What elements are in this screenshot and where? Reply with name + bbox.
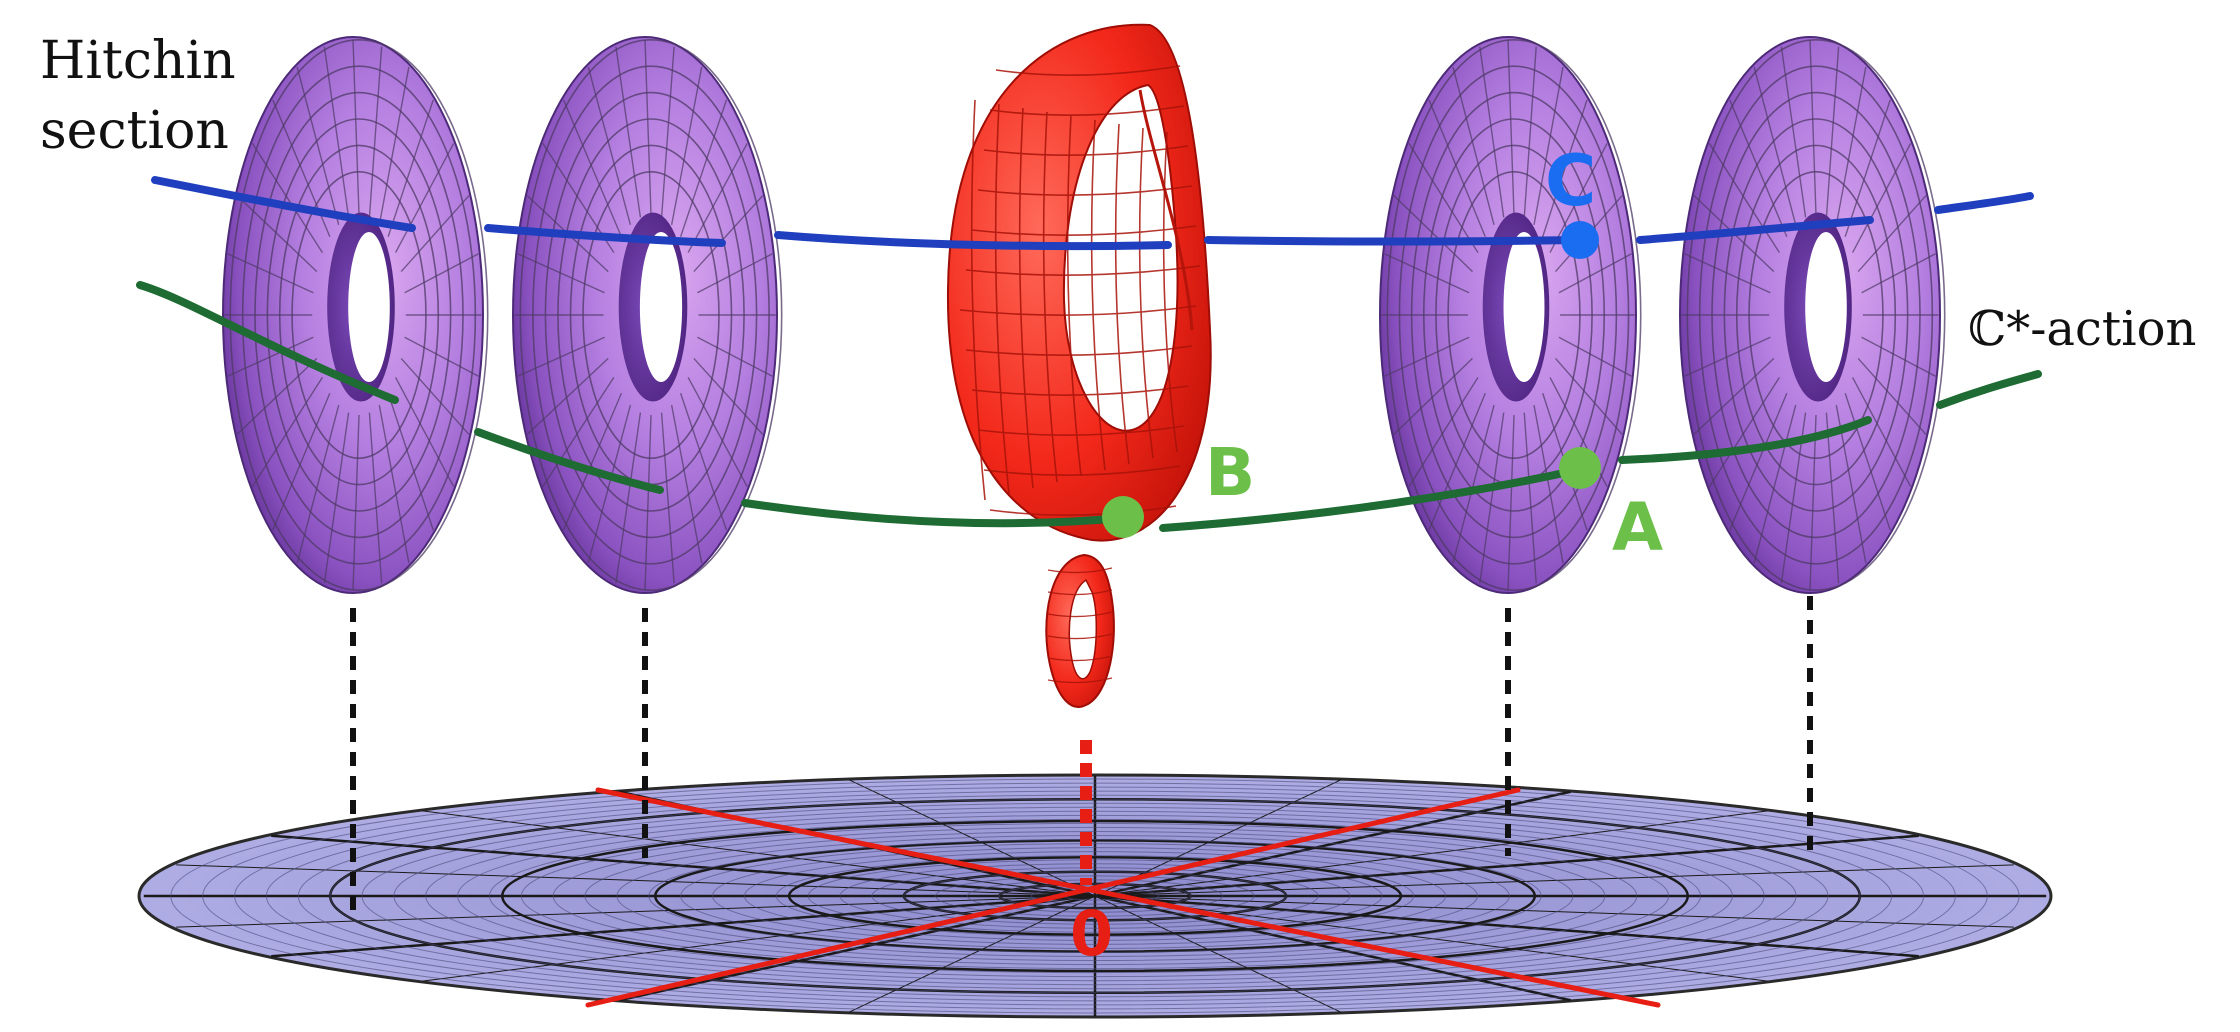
cstar-orbit-segment-1 <box>136 281 399 404</box>
hitchin-section-label-line2: section <box>40 101 229 161</box>
discriminant-locus <box>585 787 1661 1008</box>
cstar-action-label: ℂ*-action <box>1968 301 2196 357</box>
hitchin-section-label-line1: Hitchin <box>40 31 236 91</box>
hitchin-section-segment-6 <box>1934 192 2034 214</box>
torus-3-icon <box>1379 36 1642 594</box>
point-a-label: A <box>1612 489 1663 566</box>
hitchin-section-curve <box>151 176 2034 251</box>
projection-lines <box>350 548 1813 915</box>
cstar-orbit-segment-5 <box>1618 416 1872 464</box>
cstar-orbit-segment-4 <box>1159 466 1582 532</box>
point-c-marker <box>1561 221 1599 259</box>
hitchin-section-segment-2 <box>484 224 726 247</box>
torus-2-icon <box>512 36 783 594</box>
pinched-torus-icon <box>946 23 1212 708</box>
hitchin-section-segment-3 <box>774 231 1172 251</box>
cstar-orbit-segment-2 <box>474 428 664 494</box>
cstar-orbit-segment-3 <box>741 499 1126 528</box>
torus-4-icon <box>1679 36 1946 594</box>
discriminant-line-2 <box>585 787 1521 1008</box>
origin-label: 0 <box>1070 897 1113 970</box>
torus-1-icon <box>222 36 489 594</box>
hitchin-section-segment-1 <box>151 176 416 232</box>
cstar-orbit-curve <box>136 281 2042 532</box>
hitchin-base-disk <box>137 773 2053 1019</box>
point-a-marker <box>1559 447 1601 489</box>
point-b-label: B <box>1205 434 1255 511</box>
singular-fiber <box>946 23 1212 708</box>
discriminant-line-1 <box>595 787 1661 1008</box>
hitchin-section-segment-5 <box>1636 216 1874 244</box>
point-b-marker <box>1102 496 1144 538</box>
cstar-orbit-segment-6 <box>1936 370 2042 409</box>
regular-fibers <box>222 36 1946 594</box>
point-c-label: C <box>1545 140 1596 222</box>
hitchin-section-segment-4 <box>1204 236 1582 246</box>
